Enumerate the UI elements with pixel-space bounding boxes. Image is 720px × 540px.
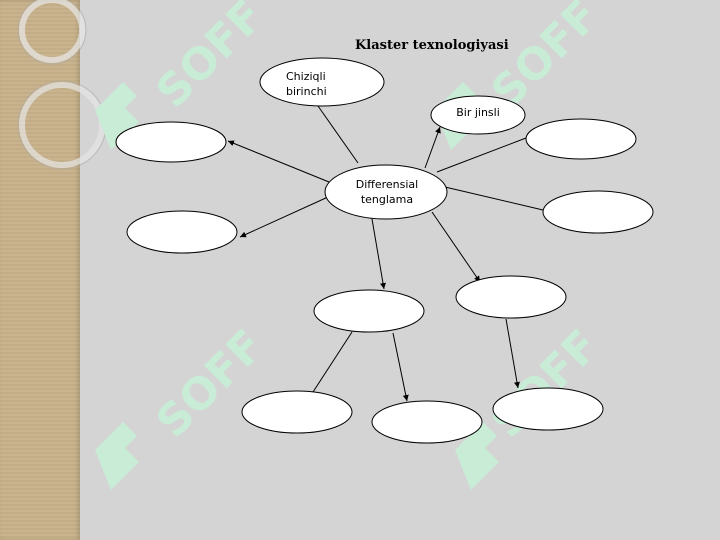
- connector-line: [312, 331, 353, 393]
- connector-arrow: [239, 196, 329, 238]
- watermark-logo-icon: [455, 422, 499, 490]
- node-empty: [115, 121, 227, 163]
- diagram-title: Klaster texnologiyasi: [355, 38, 509, 53]
- node-empty: [492, 387, 604, 431]
- connector-line: [444, 186, 544, 211]
- connector-arrow: [431, 211, 481, 283]
- node-empty: [126, 210, 238, 254]
- node-label-center: Differensial tenglama: [355, 178, 419, 206]
- node-empty: [371, 400, 483, 444]
- node-homogeneous: [430, 95, 526, 135]
- node-center: [324, 164, 448, 220]
- connector-arrow: [505, 318, 520, 389]
- connector-arrow: [227, 140, 330, 183]
- node-label-homogeneous: Bir jinsli: [456, 106, 500, 119]
- connector-line: [317, 105, 359, 164]
- node-empty: [525, 118, 637, 160]
- connector-arrow: [371, 218, 386, 290]
- connector-line: [436, 137, 527, 173]
- connector-arrow: [424, 126, 441, 169]
- node-empty: [313, 289, 425, 333]
- node-empty: [455, 275, 567, 319]
- node-empty: [542, 190, 654, 234]
- node-empty: [241, 390, 353, 434]
- connector-arrow: [392, 332, 409, 402]
- node-label-linear: Chiziqli birinchi: [286, 70, 327, 96]
- watermark-logo-icon: [95, 422, 139, 490]
- node-linear: [259, 57, 385, 107]
